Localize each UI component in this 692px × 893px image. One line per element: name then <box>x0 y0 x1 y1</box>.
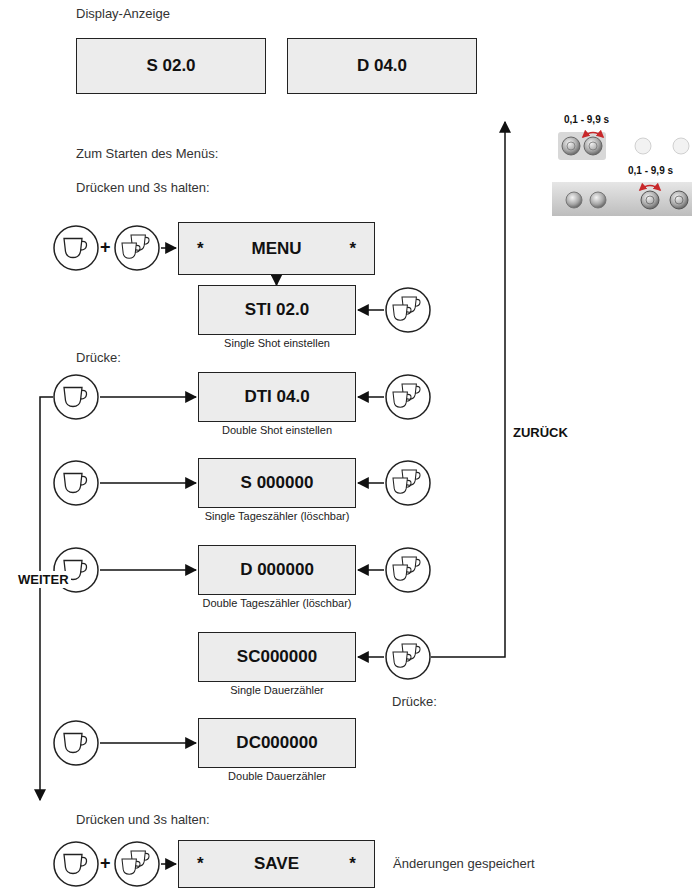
connector-arrow <box>276 275 278 285</box>
save-box: * SAVE * <box>178 840 375 888</box>
display-box: D 04.0 <box>287 38 477 94</box>
button-photo <box>552 182 692 216</box>
next-label: WEITER <box>16 571 71 588</box>
arrow <box>100 396 196 398</box>
box-text: SAVE <box>254 854 299 874</box>
box-text: DTI 04.0 <box>244 387 309 407</box>
back-label: ZURÜCK <box>513 425 568 440</box>
arrow <box>358 569 384 571</box>
next-arrow <box>40 397 53 800</box>
counter-box: DC000000Double Dauerzähler <box>198 718 356 768</box>
box-text: STI 02.0 <box>245 300 309 320</box>
box-text: SC000000 <box>237 647 317 667</box>
arrow <box>161 247 176 249</box>
box-text: D 000000 <box>240 560 314 580</box>
setting-box: DTI 04.0Double Shot einstellen <box>198 372 356 422</box>
single-button <box>54 226 98 270</box>
double-button <box>386 461 430 505</box>
instruction-note: Drücke: <box>76 350 121 365</box>
menu-box: * MENU * <box>178 222 375 275</box>
time-range: 0,1 - 9,9 s <box>628 165 673 176</box>
box-text: D 04.0 <box>357 56 407 76</box>
box-text: MENU <box>251 239 301 259</box>
single-button <box>54 375 98 419</box>
box-text: S 000000 <box>241 473 314 493</box>
box-text: DC000000 <box>236 733 317 753</box>
arrow <box>161 863 176 865</box>
double-button <box>386 635 430 679</box>
button-photo <box>558 132 689 160</box>
double-button <box>386 375 430 419</box>
single-button <box>54 721 98 765</box>
instruction-note: Zum Starten des Menüs: <box>76 146 218 161</box>
single-button <box>54 842 98 886</box>
result-note: Änderungen gespeichert <box>393 856 535 871</box>
single-button <box>54 461 98 505</box>
box-caption: Single Dauerzähler <box>230 684 324 696</box>
star-mark: * <box>197 854 204 874</box>
arrow <box>100 742 196 744</box>
display-box: S 02.0 <box>76 38 266 94</box>
double-button <box>115 842 159 886</box>
setting-box: STI 02.0Single Shot einstellen <box>198 285 356 335</box>
plus-sign: + <box>100 853 111 874</box>
box-text: S 02.0 <box>146 56 195 76</box>
box-caption: Single Tageszähler (löschbar) <box>205 510 350 522</box>
counter-box: D 000000Double Tageszähler (löschbar) <box>198 545 356 595</box>
back-arrow <box>431 122 505 657</box>
arrow <box>100 482 196 484</box>
arrow <box>358 396 384 398</box>
box-caption: Double Shot einstellen <box>222 424 332 436</box>
instruction-note: Drücke: <box>392 694 437 709</box>
star-mark: * <box>197 239 204 259</box>
double-button <box>386 288 430 332</box>
arrow <box>100 569 196 571</box>
arrow <box>358 309 384 311</box>
star-mark: * <box>349 239 356 259</box>
plus-sign: + <box>100 237 111 258</box>
box-caption: Single Shot einstellen <box>224 337 330 349</box>
counter-box: SC000000Single Dauerzähler <box>198 632 356 682</box>
double-button <box>386 548 430 592</box>
double-button <box>115 226 159 270</box>
arrow <box>358 656 384 658</box>
arrow <box>358 482 384 484</box>
instruction-note: Drücken und 3s halten: <box>76 180 210 195</box>
heading-note: Display-Anzeige <box>76 6 170 21</box>
box-caption: Double Dauerzähler <box>228 770 326 782</box>
box-caption: Double Tageszähler (löschbar) <box>203 597 352 609</box>
time-range: 0,1 - 9,9 s <box>564 114 609 125</box>
star-mark: * <box>349 854 356 874</box>
counter-box: S 000000Single Tageszähler (löschbar) <box>198 458 356 508</box>
instruction-note: Drücken und 3s halten: <box>76 812 210 827</box>
